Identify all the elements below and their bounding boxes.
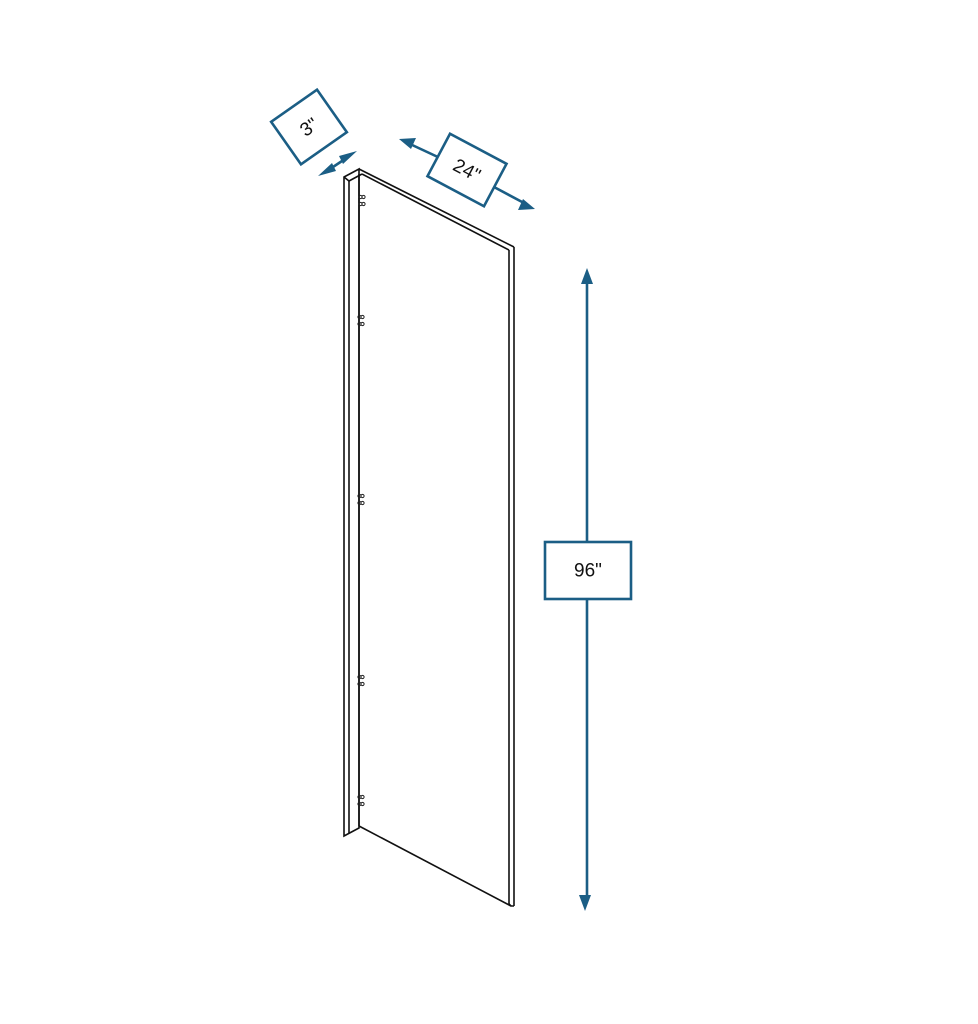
dimension-width: 24" bbox=[399, 132, 535, 210]
height-label: 96" bbox=[574, 561, 602, 582]
height-label-box bbox=[543, 540, 633, 601]
panel-return-face bbox=[344, 169, 359, 836]
dowel-hole-pair-icon bbox=[357, 794, 365, 807]
arrowhead-icon bbox=[339, 151, 357, 164]
width-arrow-line-right bbox=[493, 185, 525, 205]
panel-return-top-edge bbox=[343, 173, 363, 182]
dimension-depth: 3" bbox=[269, 87, 357, 176]
dowel-hole-pair-icon bbox=[358, 194, 366, 207]
panel-front-face bbox=[359, 175, 510, 906]
arrowhead-icon bbox=[518, 199, 535, 210]
arrowhead-icon bbox=[581, 268, 593, 284]
width-label-box bbox=[425, 132, 509, 208]
panel-top-edge-inner bbox=[361, 173, 510, 251]
panel-return-outline bbox=[343, 167, 360, 838]
dowel-hole-pair-icon bbox=[357, 493, 365, 506]
dowel-hole-pair-icon bbox=[357, 314, 365, 327]
panel-bottom-edge bbox=[358, 825, 512, 907]
width-arrow-line-left bbox=[409, 142, 441, 160]
dimension-height: 96" bbox=[543, 268, 633, 911]
arrowhead-icon bbox=[399, 138, 416, 149]
dowel-hole-pair-icon bbox=[357, 674, 365, 687]
panel-top-edge bbox=[358, 168, 515, 248]
arrowhead-icon bbox=[318, 163, 336, 176]
hardware-holes bbox=[357, 194, 366, 807]
arrowhead-icon bbox=[579, 895, 591, 911]
panel-drawing bbox=[343, 167, 515, 907]
depth-label-box bbox=[269, 87, 349, 167]
